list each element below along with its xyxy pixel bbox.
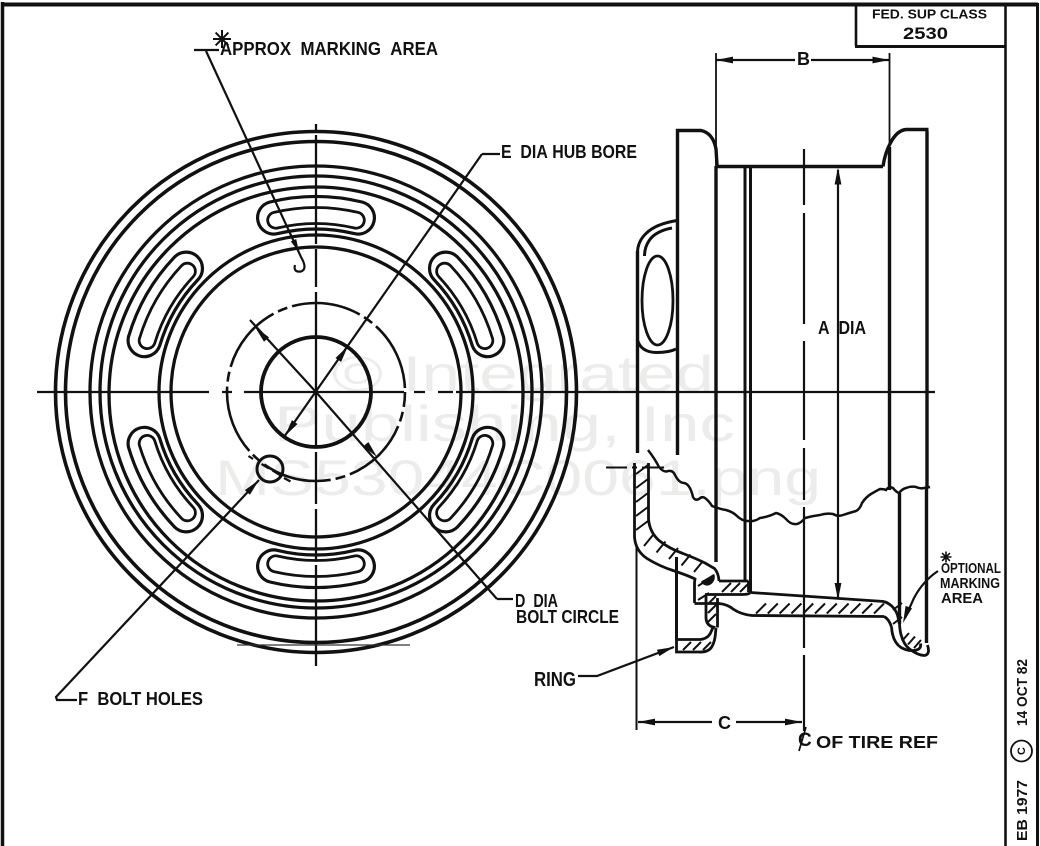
svg-text:14 OCT 82: 14 OCT 82 [1014, 659, 1031, 726]
svg-text:APPROX MARKING AREA: APPROX MARKING AREA [220, 39, 438, 59]
svg-text:BOLT CIRCLE: BOLT CIRCLE [516, 607, 619, 627]
svg-text:2530: 2530 [903, 25, 948, 43]
svg-text:EB 1977: EB 1977 [1014, 780, 1031, 841]
svg-text:C: C [1016, 747, 1028, 755]
svg-text:C: C [798, 730, 812, 751]
svg-text:MS53044C0061.png: MS53044C0061.png [215, 450, 821, 506]
svg-text:OF TIRE REF: OF TIRE REF [816, 732, 938, 752]
svg-text:B: B [797, 49, 810, 69]
svg-text:C: C [718, 713, 731, 733]
svg-text:MARKING: MARKING [940, 576, 1000, 592]
svg-text:D DIA: D DIA [515, 591, 558, 611]
svg-text:RING: RING [534, 669, 576, 691]
svg-text:FED. SUP CLASS: FED. SUP CLASS [872, 8, 987, 22]
svg-text:OPTIONAL: OPTIONAL [941, 561, 1001, 577]
svg-text:AREA: AREA [941, 591, 984, 607]
svg-text:A DIA: A DIA [818, 318, 866, 338]
svg-text:E DIA HUB BORE: E DIA HUB BORE [501, 142, 637, 162]
svg-text:F BOLT HOLES: F BOLT HOLES [78, 689, 203, 709]
